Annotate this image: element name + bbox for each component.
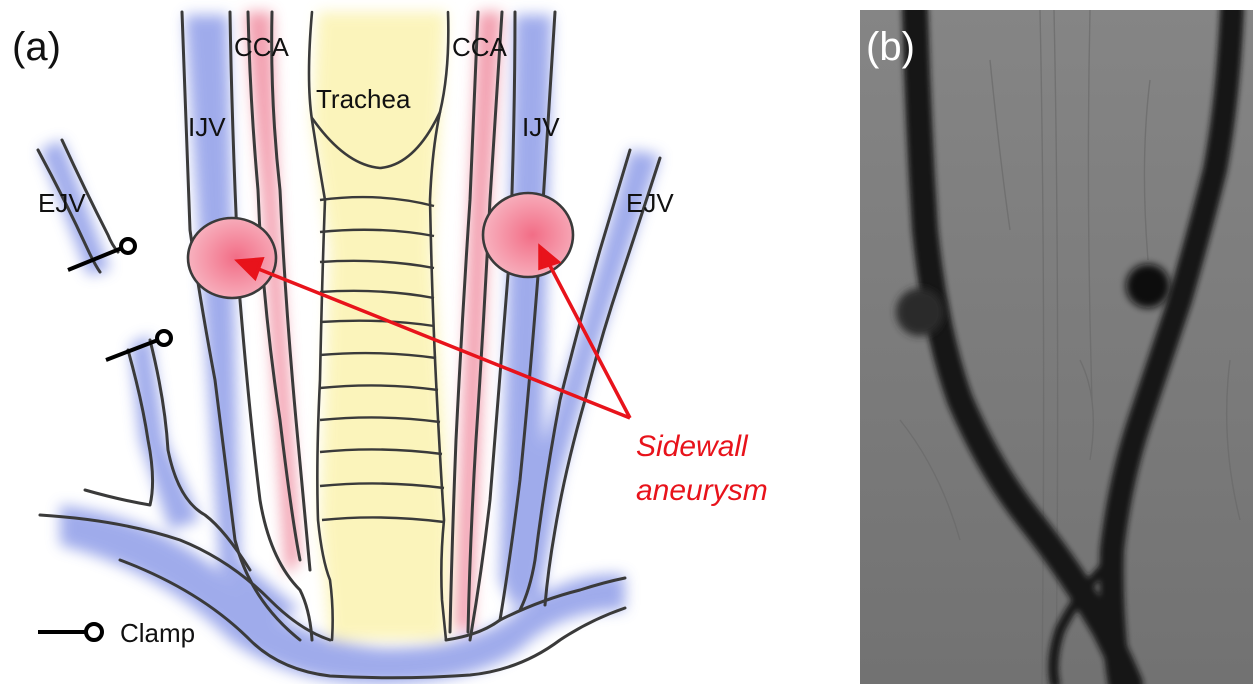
cca-left-label: CCA	[234, 32, 290, 62]
clamp-upper-ring	[121, 239, 135, 253]
ijv-left-label: IJV	[188, 112, 226, 142]
trachea-label: Trachea	[316, 84, 411, 114]
clamp-label: Clamp	[120, 618, 195, 648]
panel-b: (b)	[860, 10, 1253, 684]
annotation-line2: aneurysm	[636, 474, 768, 507]
annotation-line1: Sidewall	[636, 430, 749, 463]
aneurysm-right-shape	[483, 193, 573, 277]
panel-a: (a) CCA CCA Trachea IJV IJV EJV EJV Clam…	[12, 12, 768, 684]
ijv-right-label: IJV	[522, 112, 560, 142]
ejv-right-label: EJV	[626, 188, 674, 218]
ejv-left-label: EJV	[38, 188, 86, 218]
clamp-legend-ring	[86, 624, 102, 640]
xray-aneurysm-right	[1126, 264, 1170, 308]
cca-right-label: CCA	[452, 32, 508, 62]
clamp-lower-ring	[157, 331, 171, 345]
panel-b-label: (b)	[866, 25, 915, 69]
xray-aneurysm-left	[896, 288, 944, 336]
aneurysm-right	[483, 193, 573, 277]
clamp-legend-icon	[38, 624, 102, 640]
panel-a-label: (a)	[12, 25, 61, 69]
